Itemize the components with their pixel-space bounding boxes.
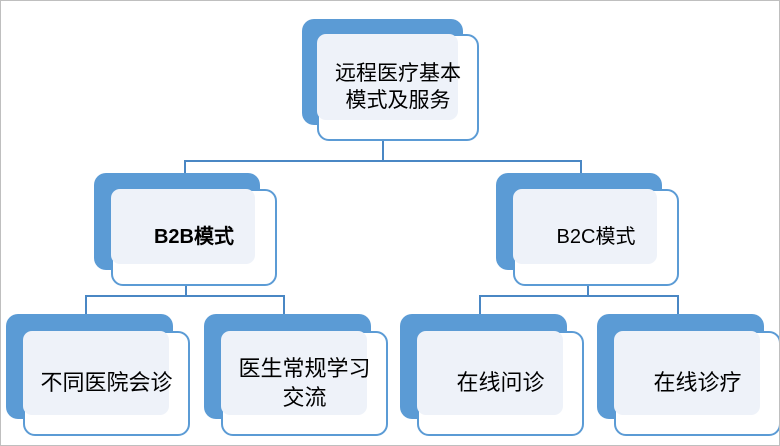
node-root[interactable]: 远程医疗基本 模式及服务: [302, 19, 479, 141]
connector-to-leaf-2: [283, 295, 285, 315]
node-leaf-label: 医生常规学习 交流: [238, 356, 371, 410]
node-b2b-label: B2B模式: [153, 225, 234, 248]
node-inner-fill: [111, 189, 255, 264]
connector-to-leaf-4: [677, 295, 679, 315]
node-leaf-label: 在线诊疗: [653, 370, 742, 396]
node-leaf-doctor-learning[interactable]: 医生常规学习 交流: [204, 314, 388, 436]
connector-to-b2b: [184, 160, 186, 178]
connector-b2b-bus: [85, 295, 284, 297]
node-b2c[interactable]: B2C模式: [496, 173, 679, 286]
node-inner-fill: [23, 331, 169, 415]
connector-b2b-stem: [185, 286, 187, 295]
connector-level1-bus: [184, 160, 582, 162]
connector-to-b2c: [580, 160, 582, 178]
connector-b2c-bus: [479, 295, 678, 297]
node-inner-fill: [614, 331, 760, 415]
node-inner-fill: [513, 189, 657, 264]
node-inner-fill: [417, 331, 563, 415]
node-leaf-online-treatment[interactable]: 在线诊疗: [597, 314, 779, 436]
connector-to-leaf-1: [85, 295, 87, 315]
node-b2c-label: B2C模式: [556, 225, 636, 248]
node-leaf-hospital-consult[interactable]: 不同医院会诊: [6, 314, 190, 436]
node-b2b[interactable]: B2B模式: [94, 173, 277, 286]
connector-to-leaf-3: [479, 295, 481, 315]
node-inner-fill: [221, 331, 367, 415]
connector-root-stem: [382, 141, 384, 160]
node-leaf-label: 在线问诊: [456, 370, 545, 396]
node-root-label: 远程医疗基本 模式及服务: [335, 61, 461, 112]
node-leaf-label: 不同医院会诊: [40, 370, 173, 396]
node-inner-fill: [317, 34, 458, 120]
connector-b2c-stem: [587, 286, 589, 295]
node-leaf-online-inquiry[interactable]: 在线问诊: [400, 314, 584, 436]
